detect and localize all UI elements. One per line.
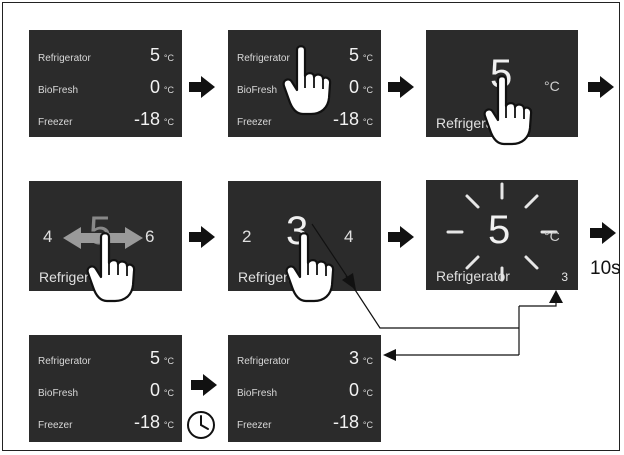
timeout-label: 10s: [590, 258, 621, 279]
row-label: Refrigerator: [237, 53, 290, 64]
row-refrigerator: Refrigerator 5 °C: [38, 44, 174, 66]
higher-value: 6: [145, 227, 155, 246]
display-panel-1: Refrigerator 5 °C BioFresh 0 °C Freezer …: [29, 30, 182, 137]
right-arrow-icon: [191, 374, 217, 396]
current-temperature: 5: [488, 208, 511, 252]
row-value: -18: [332, 109, 359, 129]
row-value: 5: [149, 45, 160, 65]
right-arrow-icon: [388, 76, 414, 98]
row-label: Freezer: [38, 117, 73, 128]
display-panel-2: Refrigerator 5 °C BioFresh 0 °C Freezer …: [228, 30, 381, 137]
row-value: -18: [332, 412, 359, 432]
row-label: Freezer: [38, 420, 73, 431]
display-panel-8: Refrigerator 3 °C BioFresh 0 °C Freezer …: [228, 335, 381, 442]
row-unit: °C: [163, 356, 174, 366]
row-label: Refrigerator: [38, 53, 91, 64]
row-unit: °C: [362, 356, 373, 366]
row-value: 5: [348, 45, 359, 65]
row-label: BioFresh: [38, 388, 79, 399]
tap-hand-icon: [483, 75, 533, 146]
row-freezer: Freezer -18 °C: [237, 411, 373, 433]
row-label: Refrigerator: [38, 356, 91, 367]
row-freezer: Freezer -18 °C: [38, 411, 174, 433]
row-unit: °C: [163, 388, 174, 398]
row-value: 3: [348, 348, 359, 368]
row-biofresh: BioFresh 0 °C: [38, 76, 174, 98]
row-value: -18: [133, 109, 160, 129]
row-label: Freezer: [237, 117, 272, 128]
row-freezer: Freezer -18 °C: [237, 108, 373, 130]
display-panel-6: 5 °C Refrigerator 3: [426, 180, 578, 290]
right-arrow-icon: [388, 226, 414, 248]
row-unit: °C: [362, 388, 373, 398]
display-panel-4: 4 5 6 Refrigerator: [29, 181, 182, 303]
lower-value: 2: [242, 227, 252, 246]
display-panel-5: 2 3 4 Refrigerator: [228, 181, 381, 303]
row-unit: °C: [362, 85, 373, 95]
row-biofresh: BioFresh 0 °C: [237, 76, 373, 98]
row-unit: °C: [362, 420, 373, 430]
display-panel-7: Refrigerator 5 °C BioFresh 0 °C Freezer …: [29, 335, 182, 442]
tap-hand-icon: [86, 232, 136, 303]
higher-value: 4: [344, 227, 354, 246]
row-freezer: Freezer -18 °C: [38, 108, 174, 130]
diagram-frame: [2, 2, 620, 451]
row-label: BioFresh: [237, 85, 278, 96]
row-value: 0: [149, 77, 160, 97]
row-value: 5: [149, 348, 160, 368]
row-refrigerator: Refrigerator 5 °C: [237, 44, 373, 66]
temperature-unit: °C: [544, 78, 560, 94]
right-arrow-icon: [189, 76, 215, 98]
flash-rays-icon: [446, 182, 558, 282]
row-value: 0: [348, 380, 359, 400]
right-arrow-icon: [189, 226, 215, 248]
row-unit: °C: [362, 117, 373, 127]
row-label: BioFresh: [38, 85, 79, 96]
clock-icon: [187, 411, 215, 439]
row-label: Freezer: [237, 420, 272, 431]
row-label: Refrigerator: [237, 356, 290, 367]
row-biofresh: BioFresh 0 °C: [38, 379, 174, 401]
corner-value: 3: [561, 270, 568, 284]
right-arrow-icon: [588, 76, 614, 98]
temperature-unit: °C: [544, 228, 560, 244]
right-arrow-icon: [590, 222, 616, 244]
display-panel-3: 5 °C Refrigerator: [426, 30, 578, 146]
row-value: 0: [149, 380, 160, 400]
row-unit: °C: [362, 53, 373, 63]
lower-value: 4: [43, 227, 53, 246]
row-unit: °C: [163, 85, 174, 95]
row-unit: °C: [163, 53, 174, 63]
row-biofresh: BioFresh 0 °C: [237, 379, 373, 401]
row-label: BioFresh: [237, 388, 278, 399]
compartment-label: Refrigerator: [436, 268, 510, 284]
tap-hand-icon: [285, 232, 335, 303]
row-value: 0: [348, 77, 359, 97]
row-refrigerator: Refrigerator 5 °C: [38, 347, 174, 369]
row-refrigerator: Refrigerator 3 °C: [237, 347, 373, 369]
row-unit: °C: [163, 420, 174, 430]
row-unit: °C: [163, 117, 174, 127]
row-value: -18: [133, 412, 160, 432]
tap-hand-icon: [282, 45, 332, 116]
